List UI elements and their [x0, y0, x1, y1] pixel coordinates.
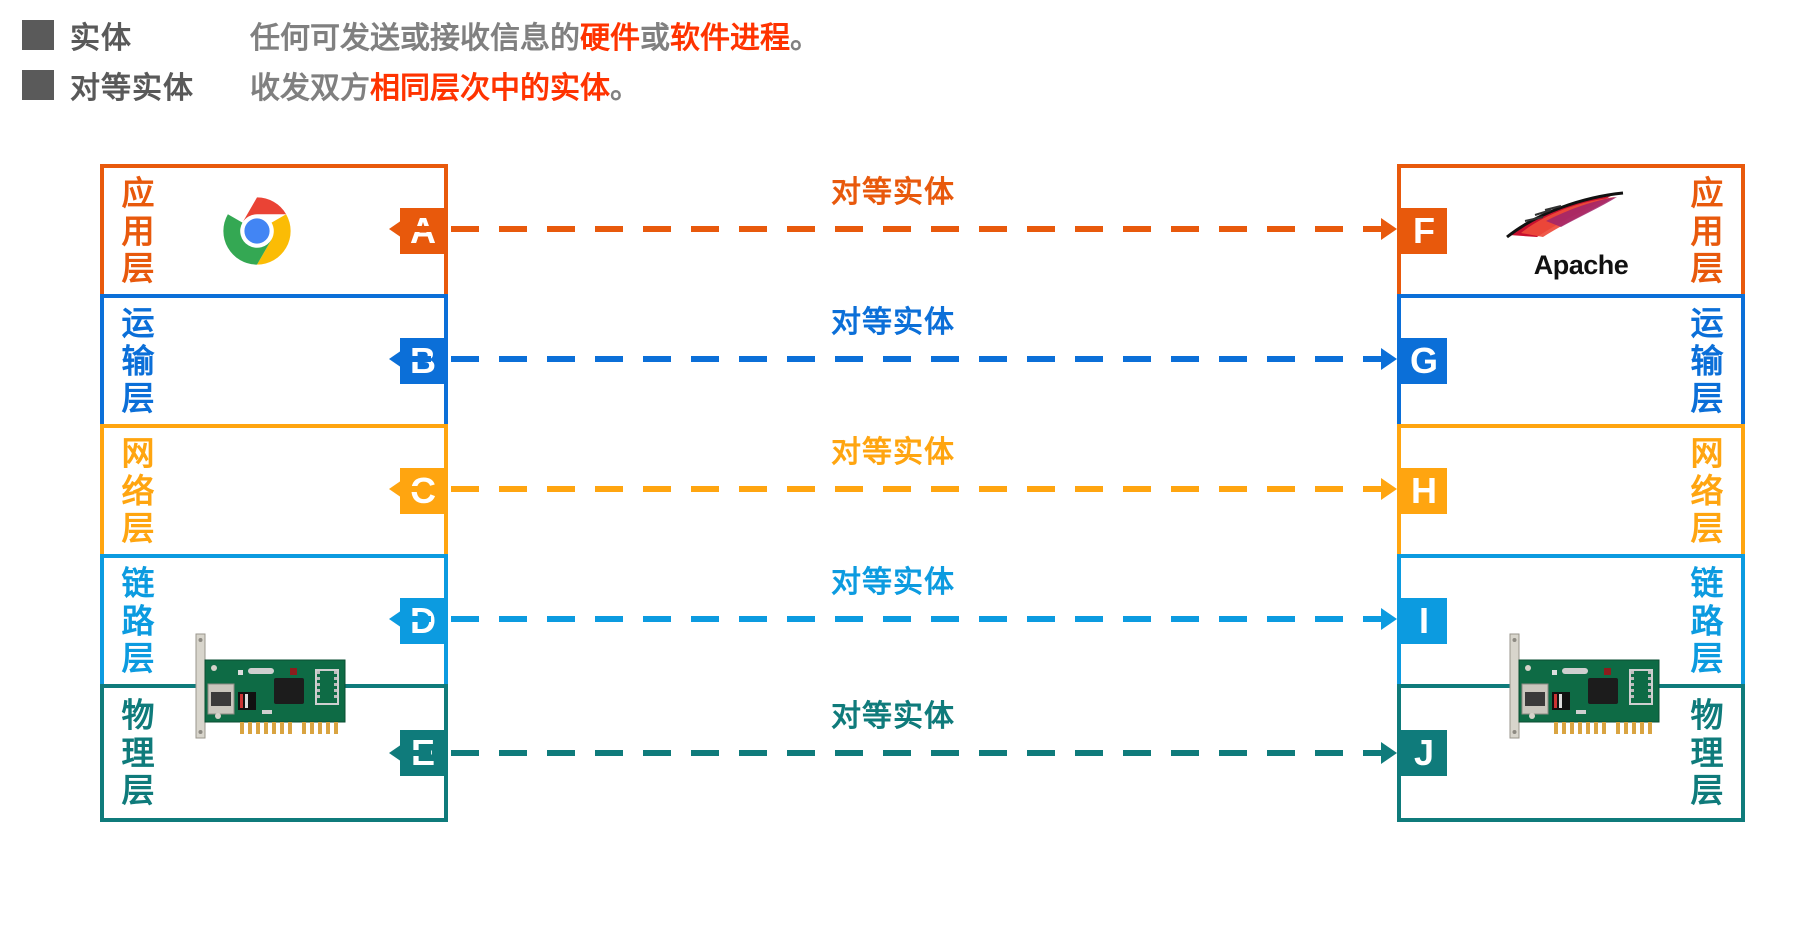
legend-highlight-text: 硬件	[580, 22, 640, 55]
legend: 实体任何可发送或接收信息的硬件或软件进程。对等实体收发双方相同层次中的实体。	[22, 10, 1222, 110]
left-layer-label-link: 链路层	[121, 564, 155, 677]
apache-wordmark: Apache	[1533, 250, 1629, 280]
legend-highlight-text: 软件进程	[670, 22, 790, 55]
peer-arrow-label-link: 对等实体	[831, 566, 955, 599]
right-entity-badge-application: F	[1401, 208, 1447, 254]
peer-arrow-line	[403, 226, 1383, 232]
peer-arrow-line	[403, 486, 1383, 492]
peer-arrow-head-right	[1381, 742, 1397, 764]
left-layer-label-application: 应用层	[121, 174, 155, 287]
peer-arrow-head-right	[1381, 478, 1397, 500]
peer-arrow-head-left	[389, 608, 405, 630]
legend-row: 对等实体 收发双方相同层次中的实体。	[22, 60, 1222, 110]
left-layer-label-physical: 物理层	[121, 696, 155, 809]
peer-arrow-head-right	[1381, 348, 1397, 370]
legend-plain-text: 。	[610, 72, 640, 105]
legend-highlight-text: 相同层次中的实体	[370, 72, 610, 105]
peer-arrow-line	[403, 616, 1383, 622]
right-layer-transport: 运输层 G	[1397, 294, 1745, 424]
legend-bullet-icon	[22, 20, 54, 50]
right-layer-network: 网络层 H	[1397, 424, 1745, 554]
left-layer-network: 网络层C	[100, 424, 448, 554]
right-layer-label-link: 链路层	[1690, 564, 1724, 677]
peer-arrow-label-application: 对等实体	[831, 176, 955, 209]
right-entity-badge-transport: G	[1401, 338, 1447, 384]
peer-arrow-head-right	[1381, 608, 1397, 630]
peer-arrow-label-transport: 对等实体	[831, 306, 955, 339]
right-host-stack: 应用层 F Apache 运输层 G 网络层 H 链路层 I 物理层 J	[1397, 164, 1745, 822]
peer-arrow-head-left	[389, 478, 405, 500]
right-entity-badge-physical: J	[1401, 730, 1447, 776]
peer-arrow-head-left	[389, 348, 405, 370]
right-entity-badge-network: H	[1401, 468, 1447, 514]
right-layer-label-application: 应用层	[1690, 174, 1724, 287]
peer-arrow-label-network: 对等实体	[831, 436, 955, 469]
right-layer-label-network: 网络层	[1690, 434, 1724, 547]
legend-term: 实体	[70, 22, 132, 55]
peer-arrow-line	[403, 750, 1383, 756]
legend-plain-text: 任何可发送或接收信息的	[250, 22, 580, 55]
right-layer-label-transport: 运输层	[1690, 304, 1724, 417]
legend-bullet-icon	[22, 70, 54, 100]
legend-plain-text: 收发双方	[250, 72, 370, 105]
peer-arrow-line	[403, 356, 1383, 362]
legend-row: 实体 任何可发送或接收信息的硬件或软件进程。	[22, 10, 1222, 60]
legend-description: 收发双方相同层次中的实体。	[250, 63, 640, 107]
legend-plain-text: 或	[640, 22, 670, 55]
peer-arrow-head-right	[1381, 218, 1397, 240]
right-entity-badge-link: I	[1401, 598, 1447, 644]
protocol-stack-diagram: 应用层A运输层B网络层C链路层D物理层E 应用层FApache运输层G网络层H链…	[0, 150, 1809, 850]
peer-arrow-head-left	[389, 742, 405, 764]
peer-arrow-label-physical: 对等实体	[831, 700, 955, 733]
peer-arrow-head-left	[389, 218, 405, 240]
legend-plain-text: 。	[790, 22, 820, 55]
left-layer-label-network: 网络层	[121, 434, 155, 547]
right-layer-label-physical: 物理层	[1690, 696, 1724, 809]
nic-card-icon	[1492, 626, 1667, 746]
apache-icon: Apache	[1491, 191, 1671, 280]
left-layer-label-transport: 运输层	[121, 304, 155, 417]
legend-description: 任何可发送或接收信息的硬件或软件进程。	[250, 13, 820, 57]
right-layer-physical: 物理层 J	[1397, 684, 1745, 822]
legend-term: 对等实体	[70, 72, 194, 105]
nic-card-icon	[178, 626, 353, 746]
right-layer-application: 应用层 F Apache	[1397, 164, 1745, 294]
chrome-icon	[222, 196, 292, 266]
